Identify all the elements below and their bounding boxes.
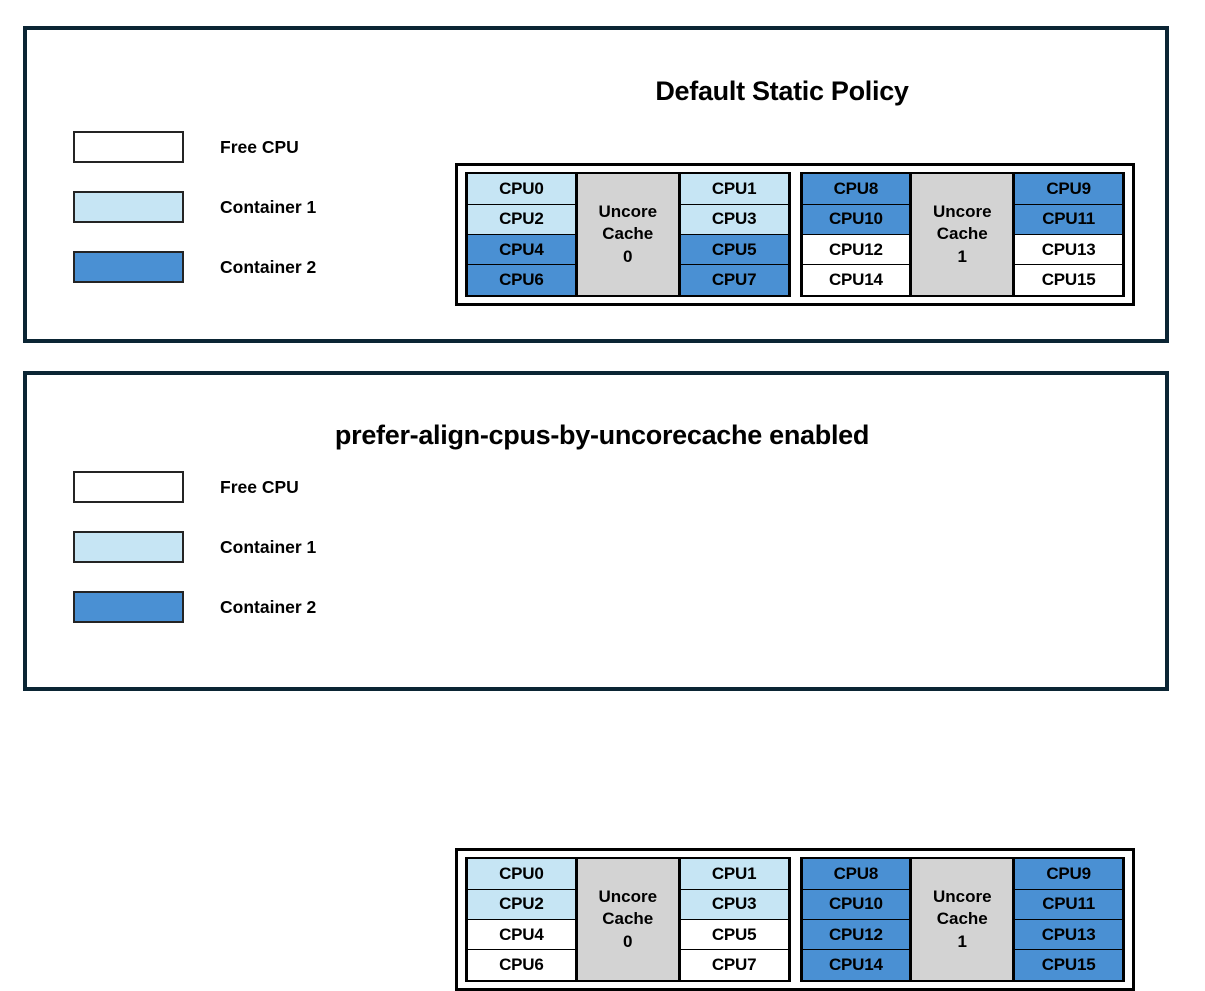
- uncore-cache-box-1: Uncore Cache 1: [910, 174, 1015, 295]
- legend-swatch-container-1: [73, 191, 184, 223]
- uncore-cache-line-1: Uncore: [932, 201, 992, 221]
- legend-item-container-2: Container 2: [73, 251, 316, 283]
- uncore-cache-box-0: Uncore Cache 0: [575, 174, 680, 295]
- uncore-cache-line-2: Cache: [602, 224, 654, 244]
- uncore-cache-line-2: Cache: [936, 224, 988, 244]
- cpu-cell: CPU5: [679, 918, 789, 951]
- cpu-column-left-1: CPU8 CPU10 CPU12 CPU14: [801, 858, 911, 981]
- cpu-cell: CPU0: [467, 173, 576, 205]
- legend-swatch-free-cpu: [73, 131, 184, 163]
- legend-item-free-cpu: Free CPU: [73, 471, 316, 503]
- cpu-cell: CPU11: [1014, 888, 1123, 921]
- legend-swatch-free-cpu: [73, 471, 184, 503]
- uncore-cache-line-1: Uncore: [598, 886, 658, 906]
- cpu-cell: CPU1: [679, 858, 789, 890]
- panel-prefer-align-cpus-by-uncorecache: prefer-align-cpus-by-uncorecache enabled…: [23, 371, 1169, 991]
- cpu-cell: CPU3: [679, 203, 789, 236]
- cpu-cell: CPU15: [1014, 949, 1123, 981]
- cpu-cell: CPU14: [801, 949, 911, 981]
- cpu-cell: CPU1: [679, 173, 789, 205]
- uncore-cache-index: 1: [957, 246, 967, 266]
- uncore-cache-line-2: Cache: [936, 909, 988, 929]
- cpu-cell: CPU4: [467, 233, 576, 266]
- cpu-cell: CPU7: [679, 949, 789, 981]
- legend: Free CPU Container 1 Container 2: [73, 471, 316, 623]
- legend-label-container-1: Container 1: [220, 196, 317, 217]
- cpu-column-left-0: CPU0 CPU2 CPU4 CPU6: [467, 173, 576, 296]
- cpu-cell: CPU8: [801, 173, 911, 205]
- cpu-cell: CPU8: [801, 858, 911, 890]
- cpu-cell: CPU0: [467, 858, 576, 890]
- cpu-cell: CPU15: [1014, 264, 1123, 296]
- cpu-cell: CPU2: [467, 888, 576, 921]
- uncore-cache-box-1: Uncore Cache 1: [910, 859, 1015, 980]
- uncore-cache-box-0: Uncore Cache 0: [575, 859, 680, 980]
- cpu-column-right-0: CPU1 CPU3 CPU5 CPU7: [679, 858, 789, 981]
- cpu-column-left-1: CPU8 CPU10 CPU12 CPU14: [801, 173, 911, 296]
- uncore-cache-line-2: Cache: [602, 909, 654, 929]
- legend-label-container-2: Container 2: [220, 256, 317, 277]
- cpu-cell: CPU12: [801, 233, 911, 266]
- legend-item-container-1: Container 1: [73, 191, 316, 223]
- cache-group-1: CPU8 CPU10 CPU12 CPU14 Uncore Cache 1 CP…: [799, 172, 1125, 297]
- legend-swatch-container-2: [73, 251, 184, 283]
- uncore-cache-index: 0: [623, 931, 633, 951]
- legend-item-container-1: Container 1: [73, 531, 316, 563]
- cpu-cell: CPU13: [1014, 918, 1123, 951]
- legend-swatch-container-1: [73, 531, 184, 563]
- cpu-column-right-1: CPU9 CPU11 CPU13 CPU15: [1014, 173, 1123, 296]
- legend-label-free-cpu: Free CPU: [220, 136, 299, 157]
- legend-item-free-cpu: Free CPU: [73, 131, 316, 163]
- page-title: Default Static Policy: [655, 76, 909, 106]
- cpu-topology-diagram: CPU0 CPU2 CPU4 CPU6 Uncore Cache 0 CPU1 …: [455, 848, 1135, 991]
- cpu-cell: CPU6: [467, 264, 576, 296]
- cpu-column-right-1: CPU9 CPU11 CPU13 CPU15: [1014, 858, 1123, 981]
- cache-group-1: CPU8 CPU10 CPU12 CPU14 Uncore Cache 1 CP…: [799, 857, 1125, 982]
- cpu-cell: CPU12: [801, 918, 911, 951]
- cpu-cell: CPU9: [1014, 173, 1123, 205]
- cpu-cell: CPU7: [679, 264, 789, 296]
- cache-group-0: CPU0 CPU2 CPU4 CPU6 Uncore Cache 0 CPU1 …: [465, 857, 791, 982]
- cpu-cell: CPU4: [467, 918, 576, 951]
- legend-label-free-cpu: Free CPU: [220, 476, 299, 497]
- uncore-cache-index: 1: [957, 931, 967, 951]
- cpu-cell: CPU10: [801, 203, 911, 236]
- legend: Free CPU Container 1 Container 2: [73, 131, 316, 283]
- legend-label-container-2: Container 2: [220, 596, 317, 617]
- cpu-cell: CPU5: [679, 233, 789, 266]
- cpu-cell: CPU10: [801, 888, 911, 921]
- cpu-cell: CPU6: [467, 949, 576, 981]
- cpu-topology-diagram: CPU0 CPU2 CPU4 CPU6 Uncore Cache 0 CPU1 …: [455, 163, 1135, 306]
- legend-item-container-2: Container 2: [73, 591, 316, 623]
- cpu-cell: CPU14: [801, 264, 911, 296]
- cpu-cell: CPU3: [679, 888, 789, 921]
- cpu-column-left-0: CPU0 CPU2 CPU4 CPU6: [467, 858, 576, 981]
- cache-group-0: CPU0 CPU2 CPU4 CPU6 Uncore Cache 0 CPU1 …: [465, 172, 791, 297]
- cpu-cell: CPU2: [467, 203, 576, 236]
- uncore-cache-index: 0: [623, 246, 633, 266]
- cpu-cell: CPU13: [1014, 233, 1123, 266]
- uncore-cache-line-1: Uncore: [932, 886, 992, 906]
- legend-swatch-container-2: [73, 591, 184, 623]
- cpu-cell: CPU9: [1014, 858, 1123, 890]
- panel-default-static-policy: Default Static Policy Free CPU Container…: [23, 26, 1169, 343]
- cpu-column-right-0: CPU1 CPU3 CPU5 CPU7: [679, 173, 789, 296]
- page-title: prefer-align-cpus-by-uncorecache enabled: [334, 420, 870, 450]
- uncore-cache-line-1: Uncore: [598, 201, 658, 221]
- legend-label-container-1: Container 1: [220, 536, 317, 557]
- cpu-cell: CPU11: [1014, 203, 1123, 236]
